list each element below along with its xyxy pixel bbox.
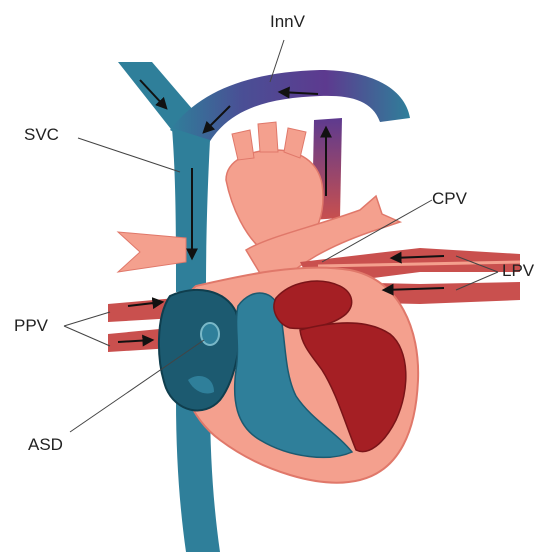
aortic-branch-3 <box>284 128 306 158</box>
lpv-label: LPV <box>502 262 534 279</box>
innv-label: InnV <box>270 13 305 30</box>
ppv-label: PPV <box>14 317 48 334</box>
aortic-branch-1 <box>232 130 254 160</box>
leader-ppv-lower <box>64 326 110 346</box>
asd-label: ASD <box>28 436 63 453</box>
leader-ppv-upper <box>64 312 110 326</box>
aortic-branch-2 <box>258 122 278 152</box>
leader-svc <box>78 138 180 172</box>
asd-hole <box>201 323 219 345</box>
cpv-label: CPV <box>432 190 467 207</box>
svc-label: SVC <box>24 126 59 143</box>
pulmonary-artery-left-branch <box>118 232 186 272</box>
